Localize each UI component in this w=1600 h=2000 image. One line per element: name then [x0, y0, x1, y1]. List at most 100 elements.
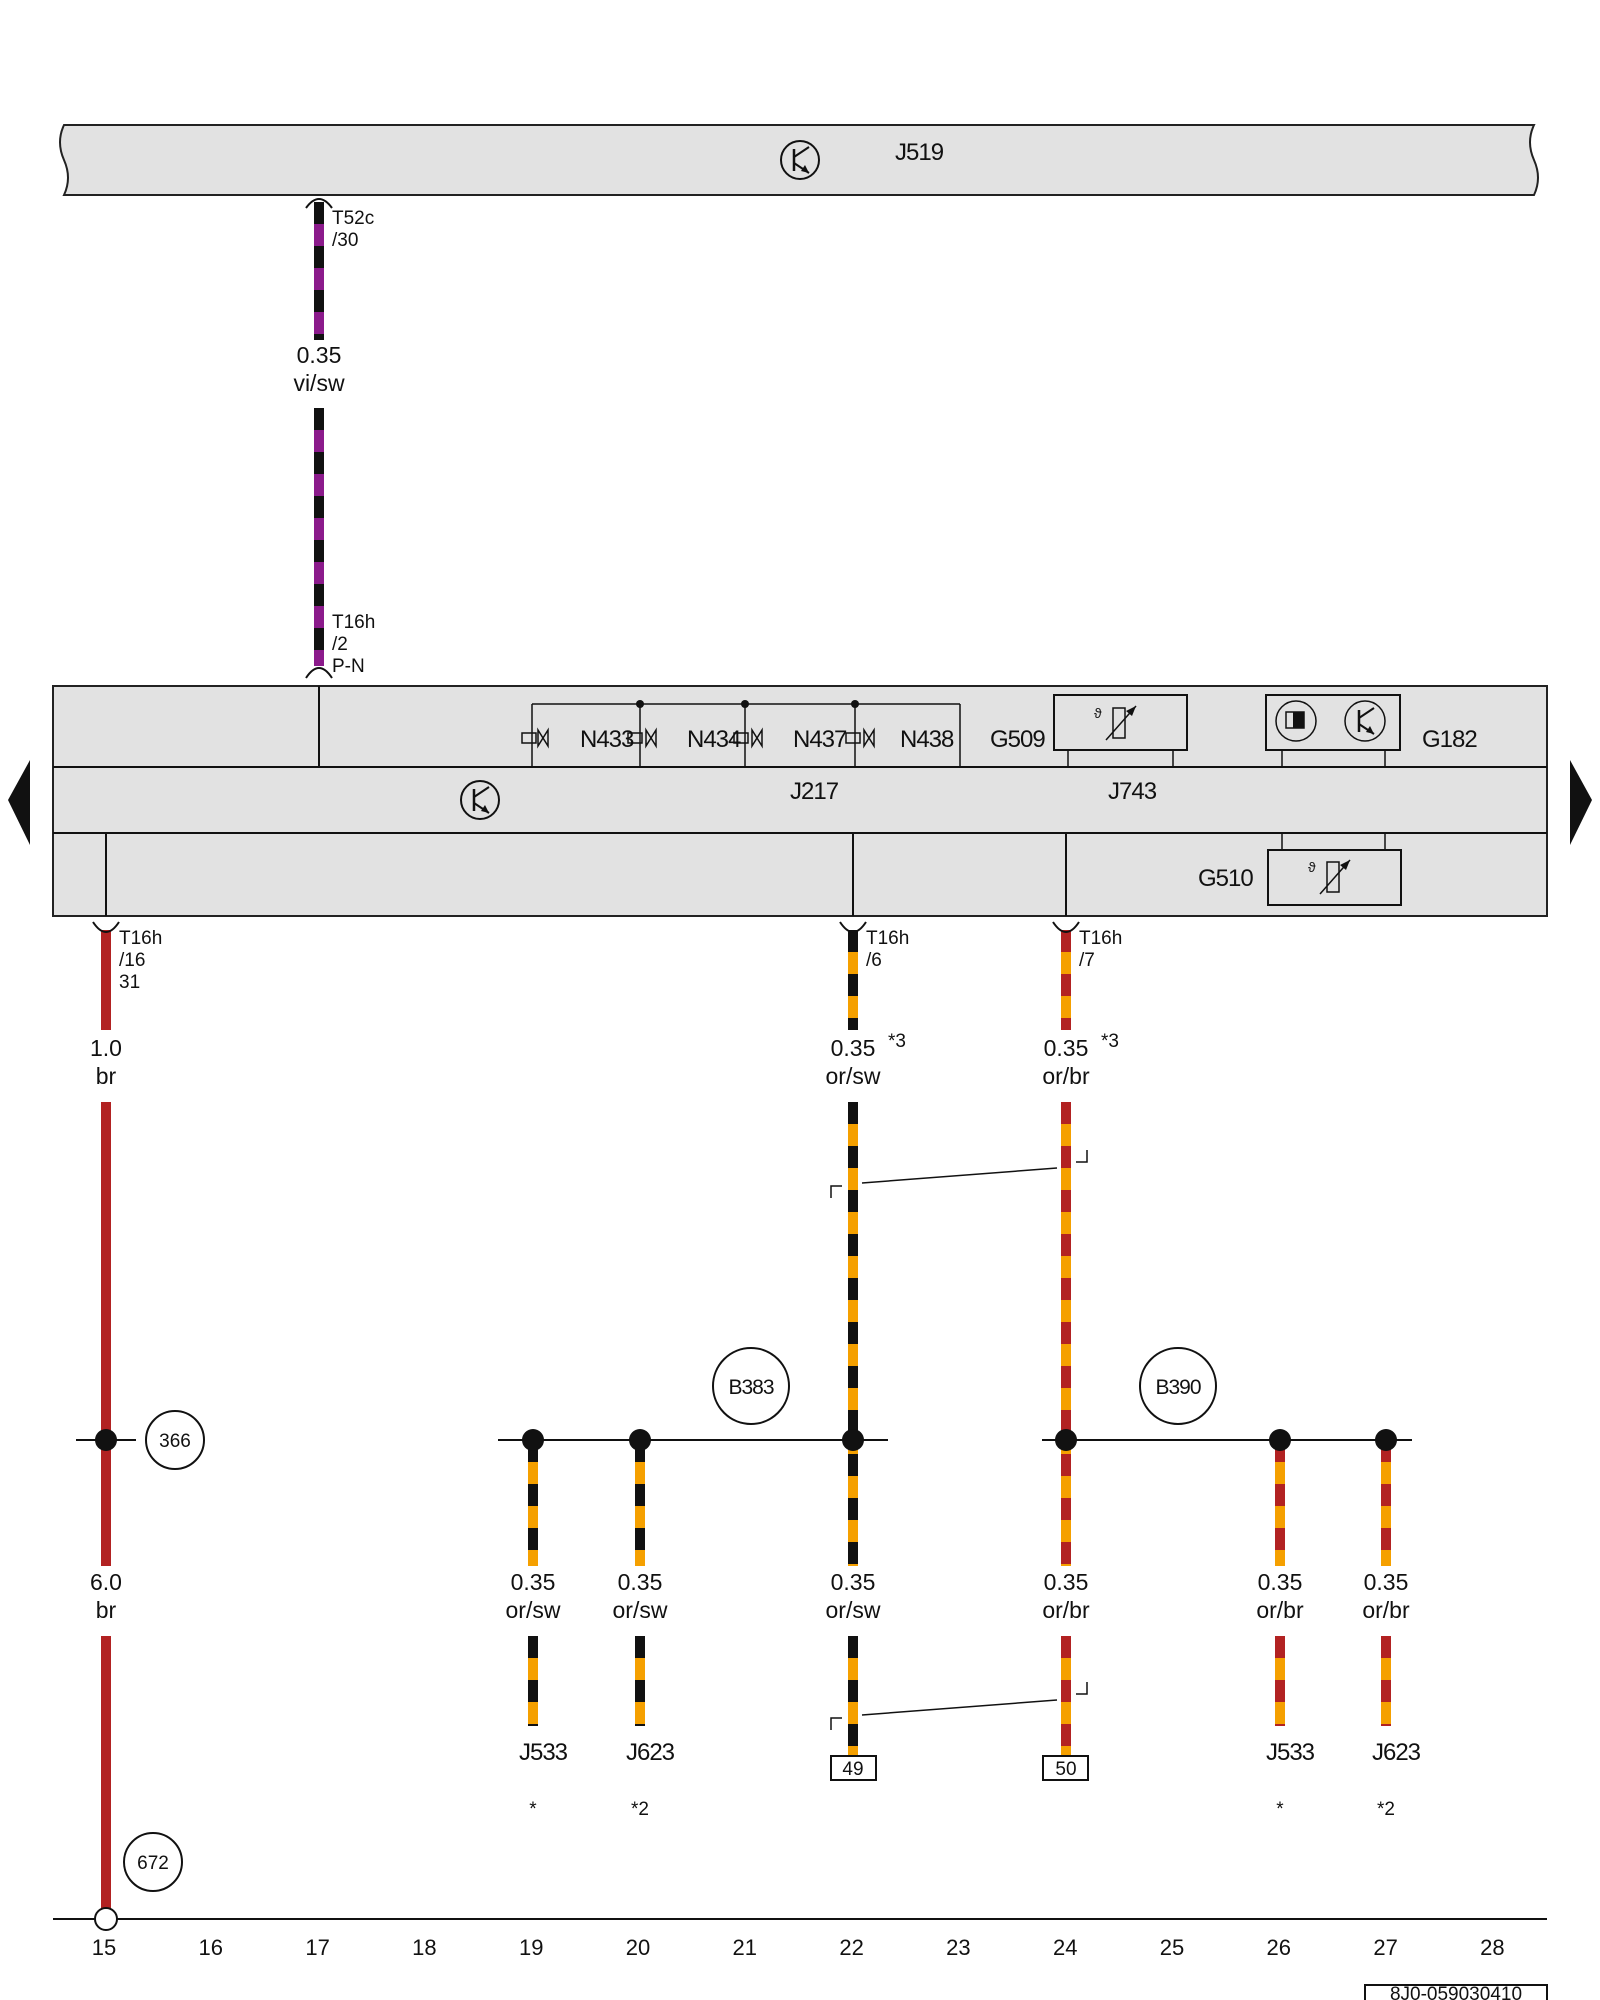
svg-text:B390: B390: [1155, 1376, 1200, 1399]
sensor-g182-label: G182: [1422, 726, 1477, 753]
valve-n437-label: N437: [793, 726, 847, 753]
grid-number: 25: [1160, 1935, 1184, 1960]
t16h-2-label: T16h: [332, 612, 375, 633]
j519-label: J519: [895, 139, 944, 166]
t16h-2-extra: P-N: [332, 656, 365, 677]
sensor-g509-label: G509: [990, 726, 1045, 753]
wire-br-lower-color: br: [96, 1597, 117, 1623]
wire-24-upper-size: 0.35: [1044, 1035, 1089, 1061]
wire-vi-sw-color: vi/sw: [293, 370, 345, 396]
wire-br-upper-color: br: [96, 1063, 117, 1089]
sensor-g510-label: G510: [1198, 865, 1253, 892]
valve-n438-label: N438: [900, 726, 954, 753]
svg-text:50: 50: [1055, 1759, 1076, 1780]
wire-22-size: 0.35: [831, 1569, 876, 1595]
wire-26-color: or/br: [1256, 1597, 1304, 1623]
grid-number: 16: [199, 1935, 223, 1960]
twisted-pair-marker: [830, 1150, 1088, 1730]
target-20-label: J623: [626, 1739, 675, 1766]
wire-19-color: or/sw: [506, 1597, 561, 1623]
target-20-note: *2: [631, 1799, 649, 1820]
grid-number: 20: [626, 1935, 650, 1960]
wire-20-color: or/sw: [613, 1597, 668, 1623]
splice-points: [95, 1429, 1397, 1451]
t16h-2-pin: /2: [332, 634, 348, 655]
grid-number: 28: [1480, 1935, 1504, 1960]
grid-number: 21: [733, 1935, 757, 1960]
target-24-box: 50: [1042, 1755, 1089, 1781]
junction-b383: B383: [712, 1347, 790, 1425]
j217-label: J217: [790, 778, 839, 805]
footer-code-box: 8J0-059030410: [1364, 1984, 1548, 2000]
svg-text:366: 366: [159, 1431, 191, 1452]
t16h-16-extra: 31: [119, 972, 140, 993]
valve-n434-label: N434: [687, 726, 741, 753]
target-19-note: *: [529, 1799, 537, 1820]
wire-24-color: or/br: [1042, 1597, 1090, 1623]
nav-left-arrow[interactable]: [8, 760, 30, 845]
solenoid-valve-icon: [521, 727, 875, 749]
transistor-icon: [780, 140, 820, 180]
wire-22-note: *3: [888, 1031, 906, 1052]
grid-number: 18: [412, 1935, 436, 1960]
t16h-16-label: T16h: [119, 928, 162, 949]
solenoid-valve-group: N433 N434 N437 N438: [521, 700, 961, 767]
wire-24-size: 0.35: [1044, 1569, 1089, 1595]
wire-22-upper-size: 0.35: [831, 1035, 876, 1061]
t16h-6-label: T16h: [866, 928, 909, 949]
thermistor-icon: ϑ: [1053, 694, 1188, 767]
wire-20-size: 0.35: [618, 1569, 663, 1595]
reference-366: 366: [145, 1410, 205, 1470]
grid-number: 23: [946, 1935, 970, 1960]
svg-text:ϑ: ϑ: [1094, 705, 1102, 721]
thermistor-icon: ϑ: [1267, 833, 1402, 906]
j743-label: J743: [1108, 778, 1157, 805]
svg-text:8J0-059030410: 8J0-059030410: [1390, 1984, 1522, 2000]
wire-br-upper-size: 1.0: [90, 1035, 122, 1061]
target-26-label: J533: [1266, 1739, 1315, 1766]
reference-672: 672: [123, 1832, 183, 1892]
grid-number: 24: [1053, 1935, 1077, 1960]
grid-number: 19: [519, 1935, 543, 1960]
connector-symbols: [92, 198, 1080, 933]
ground-point: [94, 1907, 118, 1931]
junction-b390: B390: [1139, 1347, 1217, 1425]
module-j217: N433 N434 N437 N438 G509 ϑ: [52, 685, 1548, 917]
grid-number: 26: [1267, 1935, 1291, 1960]
display-icon: [1265, 694, 1401, 767]
target-27-label: J623: [1372, 1739, 1421, 1766]
wire-26-size: 0.35: [1258, 1569, 1303, 1595]
transistor-icon: [1344, 700, 1386, 742]
wire-27-color: or/br: [1362, 1597, 1410, 1623]
target-27-note: *2: [1377, 1799, 1395, 1820]
t16h-6-pin: /6: [866, 950, 882, 971]
svg-text:49: 49: [842, 1759, 863, 1780]
svg-text:672: 672: [137, 1853, 169, 1874]
t16h-16-pin: /16: [119, 950, 145, 971]
valve-n433-label: N433: [580, 726, 634, 753]
grid-number: 27: [1373, 1935, 1397, 1960]
target-22-box: 49: [830, 1755, 877, 1781]
svg-text:B383: B383: [728, 1376, 773, 1399]
t52c-pin: /30: [332, 230, 358, 251]
wire-layer: [101, 202, 1391, 1915]
grid-number: 22: [839, 1935, 863, 1960]
wire-19-size: 0.35: [511, 1569, 556, 1595]
transistor-icon: [460, 780, 500, 820]
svg-text:ϑ: ϑ: [1308, 859, 1316, 875]
wire-22-color: or/sw: [826, 1597, 881, 1623]
wire-24-upper-color: or/br: [1042, 1063, 1090, 1089]
t16h-7-pin: /7: [1079, 950, 1095, 971]
wire-br-lower-size: 6.0: [90, 1569, 122, 1595]
target-19-label: J533: [519, 1739, 568, 1766]
wire-22-upper-color: or/sw: [826, 1063, 881, 1089]
t52c-label: T52c: [332, 208, 374, 229]
nav-right-arrow[interactable]: [1570, 760, 1592, 845]
module-j519: J519: [59, 124, 1539, 196]
t16h-7-label: T16h: [1079, 928, 1122, 949]
wire-vi-sw-size: 0.35: [297, 342, 342, 368]
wire-27-size: 0.35: [1364, 1569, 1409, 1595]
target-26-note: *: [1276, 1799, 1284, 1820]
grid-number: 17: [305, 1935, 329, 1960]
